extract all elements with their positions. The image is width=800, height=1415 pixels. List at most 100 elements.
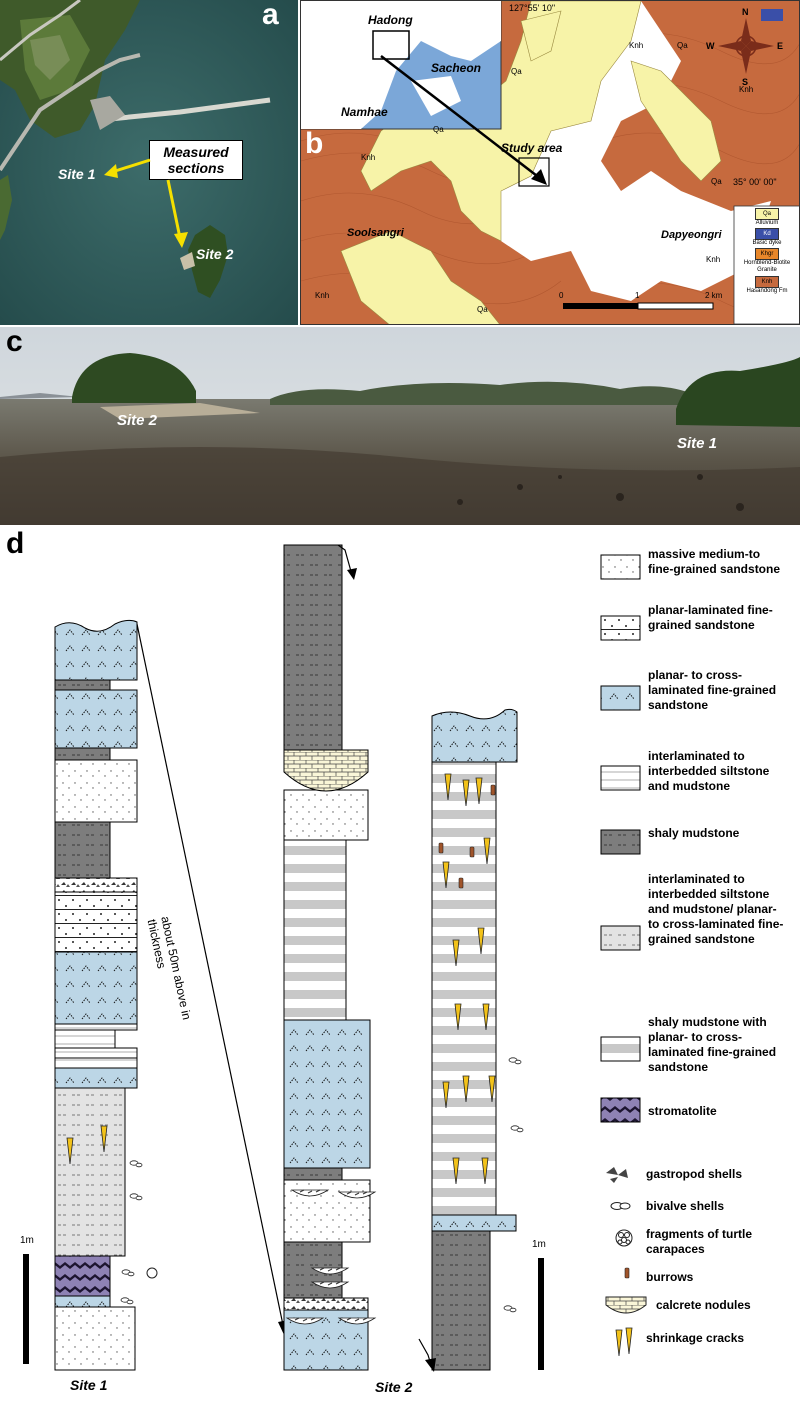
site2-column-lower: [431, 708, 518, 1371]
inset-arrow: [380, 55, 542, 180]
shrinkage-cracks-icon: [615, 1327, 633, 1357]
compass-w: W: [706, 41, 715, 51]
legend-entry: Knh Hasandong Fm: [735, 276, 799, 294]
compass-s: S: [742, 77, 749, 87]
stratigraphic-columns: [23, 544, 647, 1372]
site2-column-upper: [283, 544, 371, 1371]
gastropod-shells-icon: [606, 1167, 628, 1183]
map-unit-label: Qa: [511, 67, 522, 76]
inset-label-hadong: Hadong: [368, 13, 413, 27]
satellite-image: [0, 0, 298, 325]
map-unit-label: Knh: [706, 255, 721, 264]
place-soolsangri: Soolsangri: [347, 227, 404, 239]
calcrete-nodules-icon: [605, 1296, 647, 1314]
geologic-map: [301, 1, 799, 324]
map-unit-label: Knh: [739, 85, 754, 94]
legend-name: Basic dyke: [752, 240, 782, 246]
compass-rose-icon: [718, 18, 774, 74]
legend-swatch: Knh: [755, 276, 779, 288]
pier: [99, 97, 271, 123]
site2-scale-bar: [538, 1258, 544, 1370]
site2-shells: [503, 1057, 524, 1313]
site2-label-a: Site 2: [196, 246, 234, 262]
study-area-box: [518, 157, 550, 187]
legend-turtle: fragments of turtle carapaces: [646, 1227, 753, 1256]
legend-bivalve: bivalve shells: [646, 1199, 725, 1213]
compass-n: N: [742, 7, 749, 17]
map-unit-label: Qa: [477, 305, 488, 314]
panel-label-c: c: [6, 327, 23, 358]
legend-swatch: Kd: [755, 228, 779, 240]
legend-massive: massive medium-to fine-grained sandstone: [648, 547, 781, 576]
symbol-legend-icons: [605, 1167, 647, 1357]
legend-shalysand: shaly mudstone with planar- to cross-lam…: [648, 1015, 777, 1074]
legend-entry: Qa Alluvium: [735, 208, 799, 226]
panel-c-panorama-photo: c Site 2 Site 1: [0, 327, 800, 525]
scale-zero: 0: [559, 291, 564, 300]
site1-label-c: Site 1: [677, 435, 718, 452]
panel-a-satellite-photo: a Measured sections Site 1 Site 2: [0, 0, 298, 325]
map-unit-label: Knh: [629, 41, 644, 50]
burrows-icon: [624, 1267, 630, 1279]
measured-sections-callout: Measured sections: [149, 140, 243, 180]
map-unit-label: Qa: [433, 125, 444, 134]
legend-cracks: shrinkage cracks: [646, 1331, 745, 1345]
turtle-carapace-icon: [615, 1229, 633, 1247]
site1-label-a: Site 1: [58, 166, 96, 182]
legend-interlam: interlaminated to interbedded siltstone …: [648, 749, 770, 793]
sea-area: [501, 1, 771, 301]
inset-highlight-box: [372, 30, 410, 60]
island-site2-photo: [72, 353, 196, 403]
coord-right: 35° 00' 00": [733, 177, 777, 187]
scale-one: 1: [635, 291, 640, 300]
callout-arrows: [104, 158, 188, 248]
map-unit-label: Qa: [711, 177, 722, 186]
site1-shells: [120, 1160, 158, 1305]
site1-caption: Site 1: [70, 1377, 108, 1393]
coord-top: 127°55' 10": [509, 3, 556, 13]
site2-label-c: Site 2: [117, 412, 158, 429]
compass-e: E: [777, 41, 784, 51]
panel-label-d: d: [6, 527, 25, 560]
legend-entry: Kd Basic dyke: [735, 228, 799, 246]
study-area-label: Study area: [501, 141, 563, 155]
map-unit-label: Knh: [315, 291, 330, 300]
legend-name: Alluvium: [755, 220, 779, 226]
map-unit-label: Knh: [361, 153, 376, 162]
legend-name: Hornblend-Biotite Granite: [743, 260, 791, 273]
place-dapyeongri: Dapyeongri: [661, 229, 722, 241]
legend-name: Hasandong Fm: [746, 288, 788, 294]
legend-stromatolite: stromatolite: [648, 1104, 717, 1118]
legend-interlam2: interlaminated to interbedded siltstone …: [648, 872, 784, 946]
legend-swatch: Qa: [755, 208, 779, 220]
legend-swatch: Khgr: [755, 248, 779, 260]
legend-gastropod: gastropod shells: [646, 1167, 743, 1181]
island-site2: [188, 225, 228, 298]
legend-cross: planar- to cross-laminated fine-grained …: [648, 668, 777, 712]
bivalve-shells-icon: [610, 1202, 631, 1210]
panorama-image: [0, 327, 800, 525]
panel-label-b: b: [305, 127, 324, 160]
site1-column: [54, 619, 138, 1371]
correlation-line: [136, 623, 284, 1326]
map-unit-label: Qa: [677, 41, 688, 50]
panel-b-geologic-map: b Hadong Sacheon Namhae Study area 127°5…: [300, 0, 800, 325]
legend-calcrete: calcrete nodules: [656, 1298, 751, 1312]
scale-bar: [563, 302, 714, 310]
site2-scale-label: 1m: [532, 1239, 546, 1250]
inset-label-sacheon: Sacheon: [431, 61, 482, 75]
site2-caption: Site 2: [375, 1379, 413, 1395]
legend-shaly: shaly mudstone: [648, 826, 740, 840]
legend-items: Qa Alluvium Kd Basic dyke Khgr Hornblend…: [735, 208, 799, 294]
map-legend: [733, 205, 799, 324]
lithology-legend-swatches: [600, 554, 641, 1123]
legend-planar: planar-laminated fine-grained sandstone: [648, 603, 773, 632]
legend-burrows: burrows: [646, 1270, 694, 1284]
panel-label-a: a: [262, 0, 279, 31]
panel-d-stratigraphic-sections: d Site 1 Site 2 1m 1m about 50m above in…: [0, 527, 800, 1415]
site1-scale-bar: [23, 1254, 29, 1364]
inset-label-namhae: Namhae: [341, 105, 388, 119]
legend-entry: Khgr Hornblend-Biotite Granite: [735, 248, 799, 274]
site1-scale-label: 1m: [20, 1235, 34, 1246]
scale-two: 2 km: [705, 291, 723, 300]
